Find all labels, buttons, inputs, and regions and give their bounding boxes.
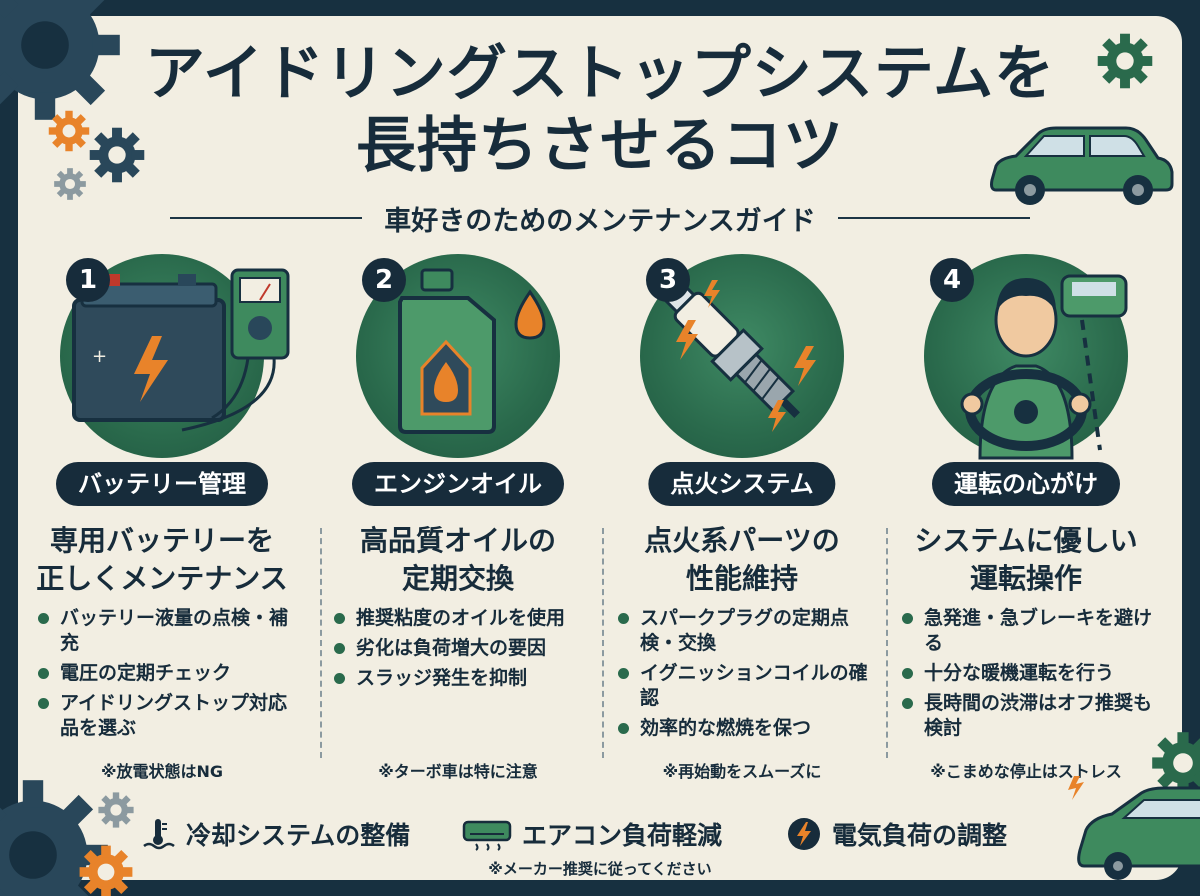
card-note: ※再始動をスムーズに <box>662 762 822 781</box>
subtitle-row: 車好きのためのメンテナンスガイド <box>170 196 1030 240</box>
card-note: ※放電状態はNG <box>100 762 224 781</box>
category-pill: バッテリー管理 <box>56 462 268 506</box>
subtitle-rule-right <box>837 217 1030 219</box>
tip-item: 推奨粘度のオイルを使用 <box>332 606 592 631</box>
card-heading: 高品質オイルの 定期交換 <box>318 522 598 598</box>
footnote: ※メーカー推奨に従ってください <box>488 860 712 878</box>
subtitle-rule-left <box>170 217 363 219</box>
card-note: ※ターボ車は特に注意 <box>378 762 538 781</box>
tip-item: 効率的な燃焼を保つ <box>616 716 876 741</box>
tip-item: 劣化は負荷増大の要因 <box>332 636 592 661</box>
tip-item: 十分な暖機運転を行う <box>900 661 1160 686</box>
gear-icon <box>1097 33 1153 89</box>
tip-item: スラッジ発生を抑制 <box>332 666 592 691</box>
gear-icon <box>79 845 133 896</box>
coolant-temperature-icon <box>143 819 175 850</box>
tip-list: スパークプラグの定期点検・交換 イグニッションコイルの確認 効率的な燃焼を保つ <box>616 606 876 746</box>
step-number: 2 <box>362 258 406 302</box>
air-conditioner-icon <box>462 820 512 851</box>
step-number: 4 <box>930 258 974 302</box>
card-note: ※こまめな停止はストレス <box>930 762 1122 781</box>
car-icon <box>1068 776 1200 880</box>
card-heading-line-1: 点火系パーツの <box>644 524 840 557</box>
gear-icon <box>48 110 90 152</box>
tip-item: 急発進・急ブレーキを避ける <box>900 606 1160 656</box>
column-divider <box>602 528 604 758</box>
subtitle: 車好きのためのメンテナンスガイド <box>384 205 816 237</box>
card-driving: 4 運転の心がけ システムに優しい 運転操作 急発進・急ブレーキを避ける 十分な… <box>886 250 1166 790</box>
battery-multimeter-icon: + <box>72 268 290 432</box>
oil-can-icon <box>398 268 546 434</box>
tip-list: バッテリー液量の点検・補充 電圧の定期チェック アイドリングストップ対応品を選ぶ <box>36 606 296 746</box>
page-title: アイドリングストップシステムを 長持ちさせるコツ <box>0 38 1200 182</box>
tip-item: アイドリングストップ対応品を選ぶ <box>36 691 296 741</box>
footer-tips: 冷却システムの整備 エアコン負荷軽減 電気負荷の調整 <box>140 812 1040 856</box>
footer-label: 冷却システムの整備 <box>186 821 411 850</box>
tip-list: 推奨粘度のオイルを使用 劣化は負荷増大の要因 スラッジ発生を抑制 <box>332 606 592 696</box>
tip-item: バッテリー液量の点検・補充 <box>36 606 296 656</box>
spark-plug-icon <box>660 278 816 432</box>
card-heading: 点火系パーツの 性能維持 <box>602 522 882 598</box>
footer-item-electric: 電気負荷の調整 <box>786 812 1007 856</box>
column-divider <box>886 528 888 758</box>
card-engine-oil: 2 エンジンオイル 高品質オイルの 定期交換 推奨粘度のオイルを使用 劣化は負荷… <box>318 250 598 790</box>
gear-icon <box>98 792 134 828</box>
tip-item: スパークプラグの定期点検・交換 <box>616 606 876 656</box>
category-pill: 運転の心がけ <box>932 462 1120 506</box>
gear-icon <box>0 0 120 120</box>
footer-label: 電気負荷の調整 <box>832 821 1008 850</box>
gear-icon <box>54 168 86 200</box>
tip-item: 電圧の定期チェック <box>36 661 296 686</box>
driver-steering-icon <box>960 274 1128 460</box>
step-number: 3 <box>646 258 690 302</box>
footer-item-aircon: エアコン負荷軽減 <box>462 812 722 856</box>
card-heading-line-1: 高品質オイルの <box>359 524 556 557</box>
title-line-2: 長持ちさせるコツ <box>356 111 844 181</box>
footer-label: エアコン負荷軽減 <box>522 821 723 850</box>
gear-icon <box>89 127 145 183</box>
card-heading-line-2: 性能維持 <box>685 562 798 595</box>
card-heading-line-1: 専用バッテリーを <box>49 524 274 557</box>
card-heading-line-1: システムに優しい <box>914 524 1138 557</box>
card-heading-line-2: 正しくメンテナンス <box>36 562 288 595</box>
column-divider <box>320 528 322 758</box>
card-heading: システムに優しい 運転操作 <box>886 522 1166 598</box>
car-icon <box>990 126 1174 205</box>
step-number: 1 <box>66 258 110 302</box>
tip-item: イグニッションコイルの確認 <box>616 661 876 711</box>
category-pill: 点火システム <box>648 462 836 506</box>
svg-text:+: + <box>92 346 107 367</box>
card-ignition: 3 点火システム 点火系パーツの 性能維持 スパークプラグの定期点検・交換 <box>602 250 882 790</box>
footer-item-cooling: 冷却システムの整備 <box>140 812 410 856</box>
electric-bolt-icon <box>788 818 820 850</box>
card-heading-line-2: 定期交換 <box>401 562 514 595</box>
card-heading-line-2: 運転操作 <box>969 562 1082 595</box>
card-heading: 専用バッテリーを 正しくメンテナンス <box>22 522 302 598</box>
category-pill: エンジンオイル <box>352 462 564 506</box>
tip-item: 長時間の渋滞はオフ推奨も検討 <box>900 691 1160 741</box>
card-battery: 1 + バッテリー管理 専用バッテリーを 正しくメンテナンス バッテリー液量の点… <box>22 250 302 790</box>
title-line-1: アイドリングストップシステムを <box>144 39 1056 109</box>
tip-list: 急発進・急ブレーキを避ける 十分な暖機運転を行う 長時間の渋滞はオフ推奨も検討 <box>900 606 1160 746</box>
